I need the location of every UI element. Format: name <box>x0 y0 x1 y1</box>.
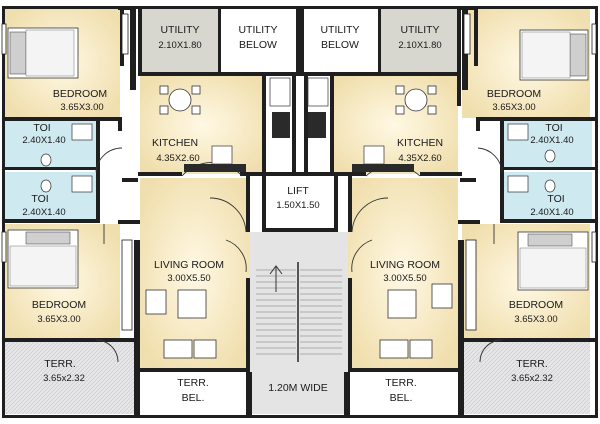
kitchen-left-label: KITCHEN <box>152 137 198 149</box>
bed-bottom-right <box>517 231 589 291</box>
terrace-right-floor <box>462 342 590 414</box>
toilet-4-size: 2.40X1.40 <box>530 207 573 218</box>
kitchen-right-label: KITCHEN <box>397 137 443 149</box>
kitchen-left-size: 4.35X2.60 <box>156 153 199 164</box>
bedroom-bottom-right-size: 3.65X3.00 <box>514 314 557 325</box>
terr-below-left-floor <box>140 372 246 414</box>
room-labels: UTILITY 2.10X1.80 UTILITY BELOW UTILITY … <box>22 24 573 404</box>
toilet-2-label: TOI <box>31 193 48 205</box>
bedroom-top-left-label: BEDROOM <box>53 88 107 100</box>
terr-below-right-floor <box>350 372 458 414</box>
toilet-1-size: 2.40X1.40 <box>22 135 65 146</box>
terrace-right-size: 3.65x2.32 <box>511 373 553 384</box>
furniture <box>7 27 589 359</box>
staircase-label: 1.20M WIDE <box>268 382 328 394</box>
staircase-steps <box>247 262 342 416</box>
terrace-right-label: TERR. <box>516 358 548 370</box>
lift-label: LIFT <box>287 185 309 197</box>
bedroom-bottom-left-label: BEDROOM <box>32 299 86 311</box>
living-right-label: LIVING ROOM <box>370 259 440 271</box>
toilet-fixtures-left <box>40 123 93 193</box>
terr-below-left-label: TERR. <box>177 377 209 389</box>
kitchen-right-size: 4.35X2.60 <box>398 153 441 164</box>
walls <box>2 6 598 418</box>
bed-bottom-left <box>7 229 79 289</box>
terrace-left-label: TERR. <box>44 358 76 370</box>
utility-below-right-label: UTILITY <box>320 24 359 36</box>
kitchen-counter-left <box>184 77 291 172</box>
kitchen-right-floor <box>330 76 458 174</box>
terrace-left-size: 3.65x2.32 <box>43 373 85 384</box>
utility-below-left-line2: BELOW <box>239 39 277 51</box>
toilet-3-label: TOI <box>545 122 562 134</box>
bed-top-left <box>7 27 79 79</box>
utility-left-label: UTILITY <box>160 24 199 36</box>
toilet-3-size: 2.40X1.40 <box>530 135 573 146</box>
sofa-left <box>145 289 217 359</box>
dining-table-left <box>159 85 201 115</box>
terr-below-left-line2: BEL. <box>182 392 205 404</box>
bedroom-bottom-left-size: 3.65X3.00 <box>37 314 80 325</box>
staircase-floor <box>250 232 348 414</box>
living-right-size: 3.00X5.50 <box>383 273 426 284</box>
bedroom-top-left-size: 3.65X3.00 <box>60 102 103 113</box>
bedroom-bottom-right-label: BEDROOM <box>509 299 563 311</box>
terr-below-right-label: TERR. <box>385 377 417 389</box>
windows <box>1 13 597 331</box>
utility-below-left-floor <box>220 8 296 72</box>
utility-below-right-floor <box>304 8 380 72</box>
living-left-size: 3.00X5.50 <box>167 273 210 284</box>
terr-below-right-line2: BEL. <box>390 392 413 404</box>
utility-left-floor <box>140 8 220 72</box>
bed-top-right <box>519 29 589 81</box>
dining-table-right <box>395 85 437 115</box>
utility-right-size: 2.10X1.80 <box>398 40 441 51</box>
living-left-floor <box>140 178 250 368</box>
toilet-1-label: TOI <box>33 122 50 134</box>
kitchen-counter-right <box>307 77 414 172</box>
toilet-2-size: 2.40X1.40 <box>22 207 65 218</box>
utility-right-label: UTILITY <box>400 24 439 36</box>
toilet-4-label: TOI <box>547 193 564 205</box>
living-right-floor <box>348 178 458 368</box>
lift-floor <box>266 174 332 230</box>
bedroom-top-right-size: 3.65X3.00 <box>492 102 535 113</box>
living-left-label: LIVING ROOM <box>154 259 224 271</box>
utility-left-size: 2.10X1.80 <box>158 40 201 51</box>
lift-size: 1.50X1.50 <box>276 200 319 211</box>
toilet-fixtures-right <box>507 123 556 193</box>
bedroom-top-right-label: BEDROOM <box>487 88 541 100</box>
utility-below-right-line2: BELOW <box>321 39 359 51</box>
utility-right-floor <box>380 8 458 72</box>
sofa-right <box>379 283 453 359</box>
terrace-left-floor <box>4 342 134 414</box>
utility-below-left-label: UTILITY <box>238 24 277 36</box>
